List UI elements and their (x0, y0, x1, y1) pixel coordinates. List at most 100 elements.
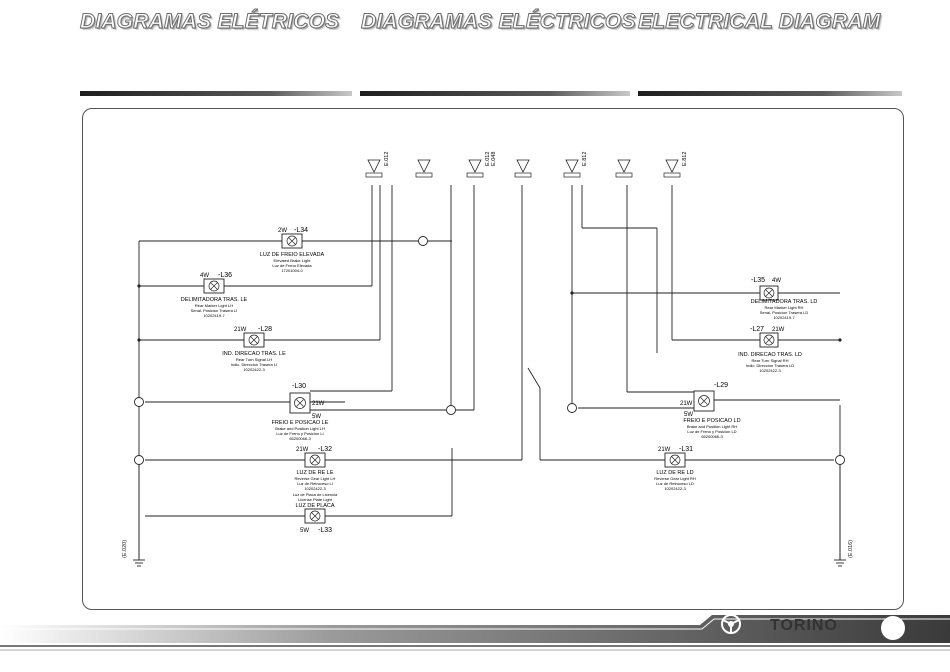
lamp-l35: -L35 4W DELIMITADORA TRAS. LD Rear Marke… (751, 277, 818, 320)
lamp-name: LUZ DE RE LD (656, 470, 693, 476)
lamp-name-en: Rear Turn Signal LH (236, 357, 272, 362)
title-portuguese: DIAGRAMAS ELÉTRICOS (79, 10, 340, 34)
connector-c8: E.812 (663, 152, 688, 178)
lamp-name-en: Brake and Position Light LH (275, 426, 325, 431)
junction-dots (137, 284, 842, 342)
lamp-name-en: Rear Turn Signal RH (752, 358, 789, 363)
lamp-part: 10202422-3 (759, 368, 781, 373)
lamp-part: 10202422-3 (664, 486, 686, 491)
lamp-watt: 21W (312, 401, 325, 407)
wiring-diagram: E.012 E.012 E.048 E.812 E.812 (122, 152, 854, 567)
lamp-l27: -L27 21W IND. DIRECAO TRAS. LD Rear Turn… (738, 326, 802, 373)
diagram-frame (82, 108, 904, 610)
lamp-part: 10202419-7 (773, 315, 795, 320)
lamp-name-es: Luz de Placa de Licencia (293, 492, 338, 497)
connector-c3: E.012 E.048 (466, 152, 497, 178)
lamp-name: FREIO E POSICAO LD (683, 418, 740, 424)
lamp-name: LUZ DE PLACA (295, 503, 334, 509)
lamp-part: 17201004-0 (281, 268, 303, 273)
lamp-code: -L31 (679, 446, 693, 453)
lamp-name-en: Rear Marker Light LH (195, 303, 233, 308)
connector-code: E.812 (682, 152, 688, 166)
lamp-watt: 21W (296, 447, 309, 453)
lamp-watt: 21W (234, 327, 247, 333)
connector-group: E.012 E.012 E.048 E.812 E.812 (365, 152, 688, 178)
lamp-name-en: Reverse Gear Light LH (295, 476, 336, 481)
lamp-name-es: Senal. Posicion Trasera LD (760, 310, 809, 315)
lamp-code: -L32 (318, 446, 332, 453)
ground-right: (E.016) (834, 540, 854, 567)
lamp-name-es: Indic. Direccion Trasera LI (231, 362, 277, 367)
lamp-name-en: Elevated Brake Light (274, 258, 312, 263)
connector-c6: E.812 (563, 152, 588, 178)
lamp-name-es: Luz de Freno y Posicion LD (687, 429, 736, 434)
lamp-code: -L28 (258, 326, 272, 333)
lamp-name: IND. DIRECAO TRAS. LE (222, 351, 286, 357)
lamp-code: -L30 (292, 383, 306, 390)
connector-code: E.812 (582, 152, 588, 166)
lamp-name-en: Reverse Gear Light RH (654, 476, 696, 481)
connector-c7 (615, 159, 633, 178)
title-spanish: DIAGRAMAS ELÉCTRICOS (361, 10, 636, 34)
lamp-name: DELIMITADORA TRAS. LE (181, 297, 248, 303)
title-english: ELECTRICAL DIAGRAM (637, 10, 881, 34)
lamp-l31: 21W -L31 LUZ DE RE LD Reverse Gear Light… (654, 446, 696, 491)
lamp-l36: 4W -L36 DELIMITADORA TRAS. LE Rear Marke… (181, 272, 248, 318)
lamp-code: -L34 (294, 227, 308, 234)
lamp-watt: 21W (680, 401, 693, 407)
lamp-name: LUZ DE RE LE (297, 470, 334, 476)
lamp-name-es: Luz de Freno y Posicion LI (276, 431, 323, 436)
lamp-l34: 2W -L34 LUZ DE FREIO ELEVADA Elevated Br… (260, 227, 325, 273)
lamp-name-es: Luz de Freno Elevada (272, 263, 312, 268)
lamp-name-es: Luz de Retroceso LD (656, 481, 694, 486)
lamp-watt-2: 5W (684, 412, 693, 418)
lamp-watt: 5W (300, 528, 309, 534)
lamp-name-en: Brake and Position Light RH (687, 424, 737, 429)
lamp-code: -L29 (714, 382, 728, 389)
splice-points (134, 236, 845, 465)
ground-code: (E.016) (848, 540, 854, 558)
lamp-watt: 4W (772, 278, 781, 284)
connector-c1: E.012 (365, 152, 390, 178)
lamp-l28: 21W -L28 IND. DIRECAO TRAS. LE Rear Turn… (222, 326, 286, 372)
ground-code: (E.020) (122, 540, 128, 558)
lamp-watt: 21W (772, 327, 785, 333)
lamp-code: -L36 (218, 272, 232, 279)
lamp-watt: 4W (200, 273, 209, 279)
lamp-part: 10202419-7 (203, 313, 225, 318)
lamp-name: FREIO E POSICAO LE (272, 420, 329, 426)
lamp-l29: -L29 21W 5W FREIO E POSICAO LD Brake and… (680, 382, 741, 439)
lamp-name: IND. DIRECAO TRAS. LD (738, 352, 802, 358)
connector-c5 (514, 159, 532, 178)
connector-code: E.012 (485, 152, 491, 166)
brand-name: TORINO (770, 617, 838, 634)
lamp-watt: 2W (278, 228, 287, 234)
wires (138, 185, 841, 560)
header-rule-right (638, 91, 902, 96)
lamp-part: 10202422-3 (243, 367, 265, 372)
lamp-name-en: Rear Marker Light RH (765, 305, 804, 310)
header-rule-middle (360, 91, 630, 96)
lamp-part: 65200066-3 (289, 436, 311, 441)
header-rule-left (80, 91, 352, 96)
lamp-part: 10202422-3 (304, 486, 326, 491)
lamp-code: -L33 (318, 527, 332, 534)
lamp-name-es: Luz de Retroceso LI (297, 481, 333, 486)
lamp-name-en: License Plate Light (298, 497, 333, 502)
lamp-watt-2: 5W (312, 414, 321, 420)
lamp-code: -L27 (750, 326, 764, 333)
lamp-name-es: Senal. Posicion Trasera LI (191, 308, 238, 313)
lamp-l32: 21W -L32 LUZ DE RE LE Reverse Gear Light… (295, 446, 336, 491)
lamp-l30: -L30 21W 5W FREIO E POSICAO LE Brake and… (272, 383, 329, 441)
steering-wheel-icon (721, 614, 741, 634)
lamp-name: LUZ DE FREIO ELEVADA (260, 252, 325, 258)
footer-bar (0, 614, 950, 651)
lamp-name: DELIMITADORA TRAS. LD (751, 299, 818, 305)
connector-code: E.012 (384, 152, 390, 166)
connector-code: E.048 (491, 152, 497, 166)
connector-c2 (415, 159, 433, 178)
lamp-watt: 21W (658, 447, 671, 453)
lamp-l33: Luz de Placa de Licencia License Plate L… (293, 492, 338, 534)
lamp-code: -L35 (751, 277, 765, 284)
lamp-name-es: Indic. Direccion Trasera LD (746, 363, 794, 368)
